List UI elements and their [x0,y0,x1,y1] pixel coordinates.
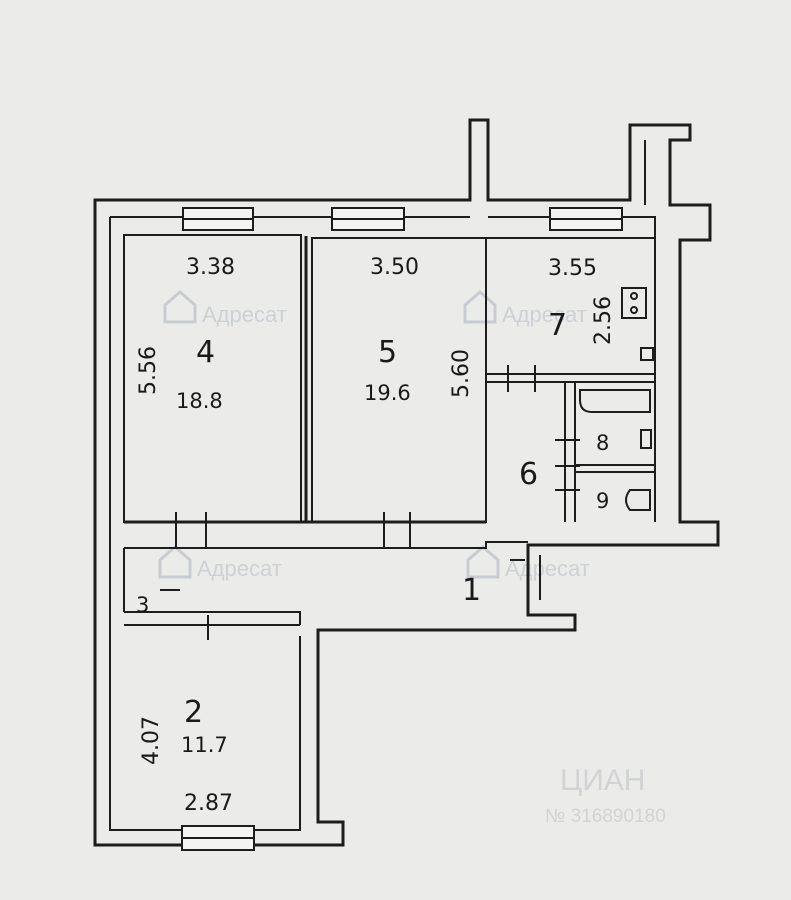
room-7-length: 2.56 [591,296,616,345]
room-5-number: 5 [378,335,397,370]
room-5-area: 19.6 [364,381,411,405]
room-4-width: 3.38 [186,255,235,280]
watermark-text: Адресат [197,556,282,581]
room-7: 3.55 2.56 7 [548,256,616,345]
windows [181,207,623,851]
watermark-text: Адресат [502,302,587,327]
room-1-number: 1 [462,573,481,608]
room-2-width: 2.87 [184,791,233,816]
room-2: 4.07 2 11.7 2.87 [139,695,233,816]
room-4-length: 5.56 [136,346,161,395]
room-8-number: 8 [596,431,609,455]
room-5-width: 3.50 [370,255,419,280]
interior-walls [123,234,655,640]
watermark-logo-icon [158,290,500,579]
watermark-footer-number: № 316890180 [545,806,666,827]
room-9-number: 9 [596,489,609,513]
room-7-number: 7 [548,308,567,343]
watermark-text: Адресат [202,302,287,327]
room-4: 3.38 5.56 4 18.8 [136,255,235,413]
room-5-length: 5.60 [449,349,474,398]
small-rooms: 6 8 9 1 3 [136,431,609,617]
watermark-layer: Адресат Адресат Адресат Адресат ЦИАН № 3… [158,290,666,827]
room-2-area: 11.7 [181,733,228,757]
room-6-number: 6 [519,457,538,492]
watermark-footer-brand: ЦИАН [560,764,645,797]
room-4-area: 18.8 [176,389,223,413]
room-3-number: 3 [136,593,149,617]
room-7-width: 3.55 [548,256,597,281]
room-2-length: 4.07 [139,716,164,765]
room-5: 3.50 5.60 5 19.6 [364,255,474,405]
room-4-number: 4 [196,335,215,370]
room-2-number: 2 [184,695,203,730]
